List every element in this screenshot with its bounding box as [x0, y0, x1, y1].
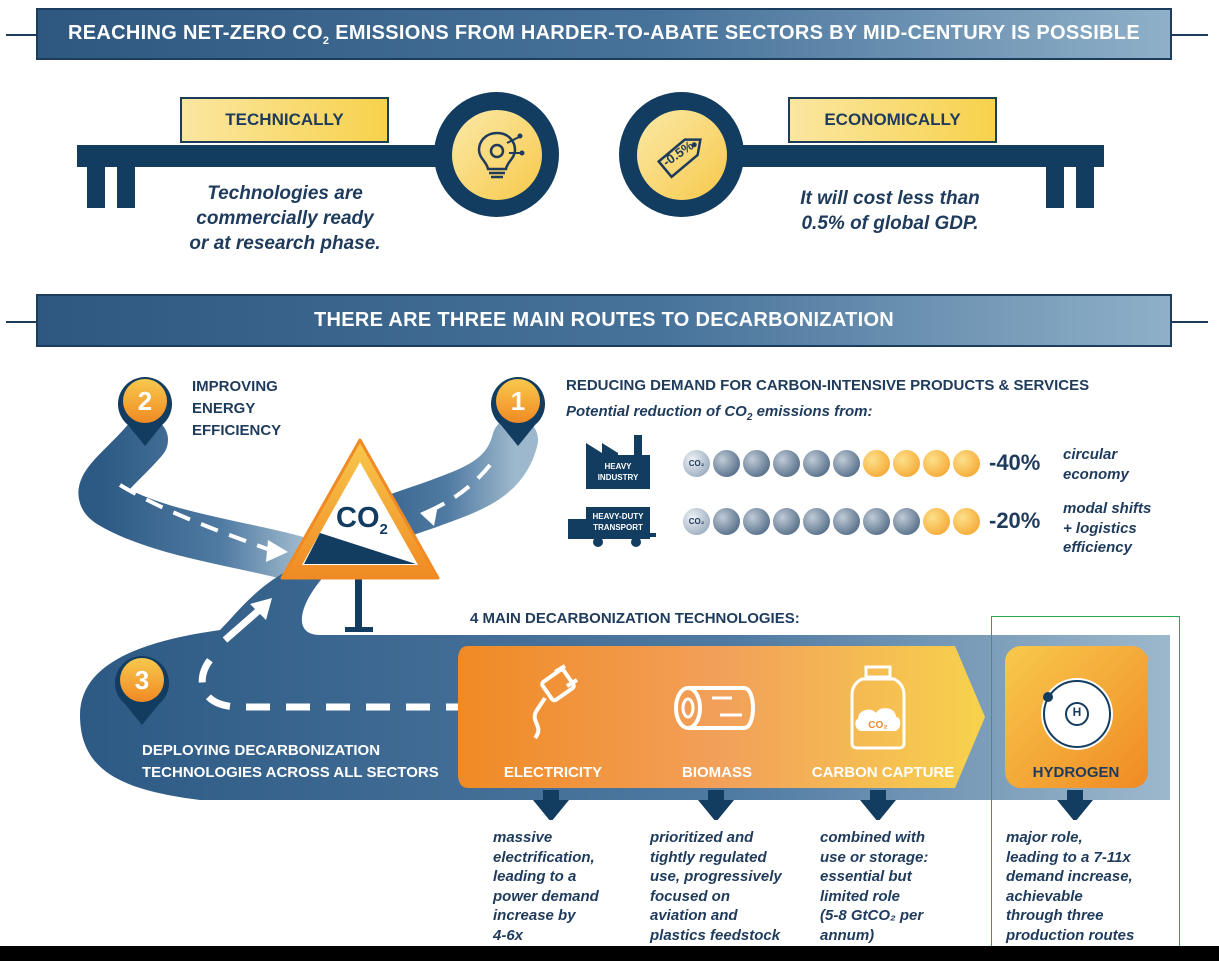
- emission-dot-reduced: [953, 450, 980, 477]
- road-arrow-left: [266, 540, 288, 562]
- banner-rule-right: [1170, 34, 1208, 36]
- key-tooth-right-1: [1046, 160, 1064, 208]
- route-3-number: 3: [134, 665, 150, 695]
- log-icon: [672, 683, 758, 738]
- tech-label-electricity: ELECTRICITY: [503, 764, 603, 781]
- tech-label-biomass: BIOMASS: [681, 764, 752, 781]
- technically-label: TECHNICALLY: [180, 97, 389, 143]
- emission-dot-remaining: [863, 508, 890, 535]
- road-arrow-right: [420, 505, 438, 526]
- technologies-heading: 4 MAIN DECARBONIZATION TECHNOLOGIES:: [470, 610, 800, 627]
- heavy-transport-dots: CO₂: [683, 508, 983, 535]
- hydrogen-atom-icon: H: [1036, 673, 1118, 755]
- hydrogen-highlight-box: [991, 616, 1180, 959]
- emission-dot-remaining: [743, 450, 770, 477]
- key-bar-left: [77, 145, 457, 167]
- routes-banner: THERE ARE THREE MAIN ROUTES TO DECARBONI…: [36, 294, 1172, 347]
- co2-dot: CO₂: [683, 508, 710, 535]
- tech-label-carbon-capture: CARBON CAPTURE: [811, 764, 955, 781]
- emission-dot-remaining: [713, 508, 740, 535]
- bottom-bar: [0, 946, 1219, 961]
- top-banner-title: REACHING NET-ZERO CO2 EMISSIONS FROM HAR…: [68, 21, 1140, 47]
- emission-dot-remaining: [833, 508, 860, 535]
- emission-dot-reduced: [923, 450, 950, 477]
- emission-dot-remaining: [743, 508, 770, 535]
- key-tooth-right-2: [1076, 160, 1094, 208]
- key-tooth-left-2: [117, 160, 135, 208]
- heavy-transport-percent: -20%: [989, 508, 1041, 533]
- route-1-title: REDUCING DEMAND FOR CARBON-INTENSIVE PRO…: [566, 377, 1090, 394]
- routes-rule-left: [6, 321, 38, 323]
- top-banner: REACHING NET-ZERO CO2 EMISSIONS FROM HAR…: [36, 8, 1172, 60]
- tech-label-hydrogen: HYDROGEN: [1032, 764, 1120, 781]
- emission-dot-reduced: [923, 508, 950, 535]
- route-3-pin: [115, 656, 170, 725]
- emission-dot-remaining: [773, 450, 800, 477]
- route-2-pin: [118, 377, 172, 446]
- sign-co2-text: CO2: [336, 502, 388, 538]
- heavy-industry-percent: -40%: [989, 450, 1041, 475]
- emission-dot-reduced: [863, 450, 890, 477]
- emission-dot-remaining: [773, 508, 800, 535]
- emission-dot-remaining: [833, 450, 860, 477]
- route-2-number: 2: [137, 386, 153, 416]
- emission-dot-reduced: [953, 508, 980, 535]
- economically-text: It will cost less than 0.5% of global GD…: [800, 188, 980, 234]
- emission-dot-reduced: [893, 450, 920, 477]
- technically-text: Technologies are commercially ready or a…: [189, 183, 381, 254]
- lightbulb-gear-icon: [451, 109, 542, 200]
- emission-dot-remaining: [893, 508, 920, 535]
- key-bar-right: [700, 145, 1104, 167]
- co2-dot: CO₂: [683, 450, 710, 477]
- emission-dot-remaining: [803, 450, 830, 477]
- hydrogen-atom-text: H: [1072, 705, 1082, 719]
- price-tag-icon: -0.5%: [636, 109, 727, 200]
- route-2-label: IMPROVING ENERGY EFFICIENCY: [192, 378, 282, 439]
- co2-bottle-icon: CO₂: [848, 665, 908, 750]
- banner-rule-left: [6, 34, 38, 36]
- heavy-industry-dots: CO₂: [683, 450, 983, 477]
- technically-icon-ring: [434, 92, 559, 217]
- road-illustration: [78, 377, 1170, 820]
- emission-dot-remaining: [803, 508, 830, 535]
- route-3-label: DEPLOYING DECARBONIZATION TECHNOLOGIES A…: [142, 742, 439, 781]
- bottle-co2-text: CO₂: [868, 720, 888, 731]
- key-tooth-left-1: [87, 160, 105, 208]
- routes-rule-right: [1170, 321, 1208, 323]
- route-1-pin: [491, 377, 545, 446]
- economically-label: ECONOMICALLY: [788, 97, 997, 143]
- emission-dot-remaining: [713, 450, 740, 477]
- route-1-number: 1: [510, 386, 526, 416]
- plug-icon: [515, 664, 591, 749]
- economically-icon-ring: -0.5%: [619, 92, 744, 217]
- route-1-subtitle: Potential reduction of CO2 emissions fro…: [566, 403, 873, 423]
- routes-banner-title: THERE ARE THREE MAIN ROUTES TO DECARBONI…: [313, 309, 895, 331]
